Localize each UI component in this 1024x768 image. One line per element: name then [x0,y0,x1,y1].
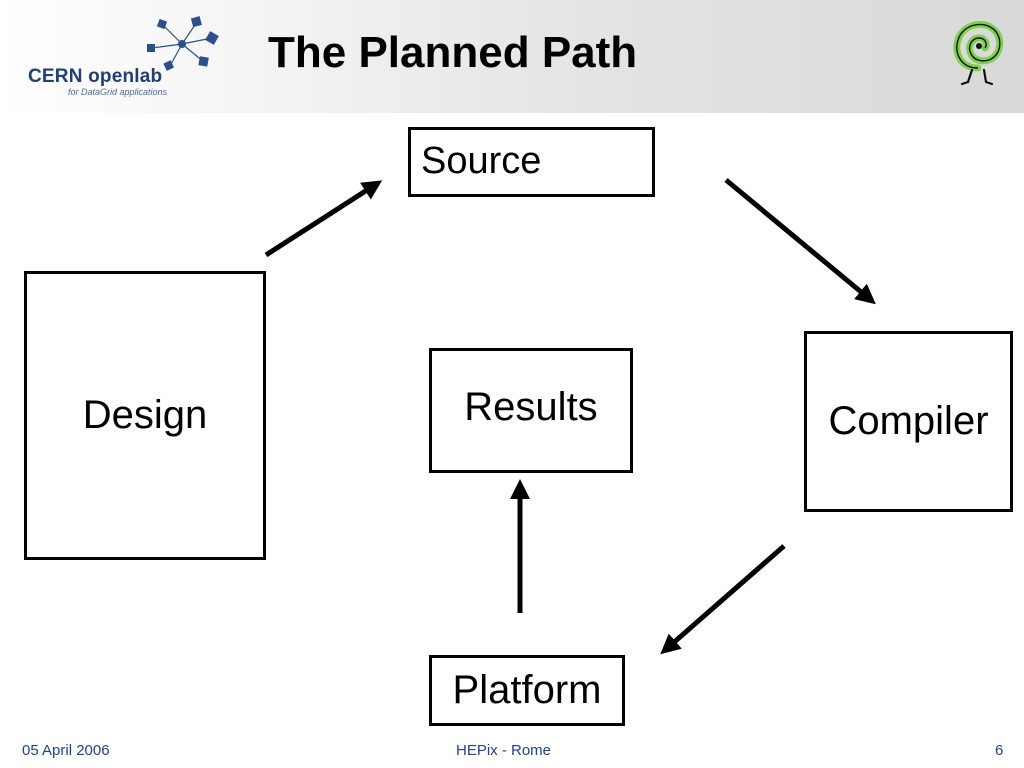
compiler-node-label: Compiler [828,399,989,443]
platform-node-label: Platform [452,668,602,712]
slide-title: The Planned Path [268,28,638,77]
cern-openlab-logo: CERN openlab for DataGrid applications [22,14,232,104]
arrow-source-to-compiler [724,178,876,305]
results-node: Results [429,348,633,473]
footer-page-number: 6 [995,742,1004,759]
footer-date: 05 April 2006 [22,742,110,759]
compiler-node: Compiler [804,331,1013,512]
slide-header: CERN openlab for DataGrid applications T… [0,0,1024,113]
openlab-network-icon [147,16,219,71]
results-node-label: Results [464,385,598,429]
platform-node: Platform [429,655,625,726]
design-node-label: Design [82,393,208,437]
footer-event: HEPix - Rome [456,742,552,759]
spiral-mascot-icon [953,21,1004,86]
logo-wordmark: CERN openlab [28,66,163,87]
source-node: Source [408,127,655,197]
logo-tagline: for DataGrid applications [68,87,168,97]
arrow-design-to-source [264,180,383,258]
design-node: Design [24,271,266,560]
source-node-label: Source [421,140,542,182]
arrow-compiler-to-platform [660,544,786,655]
